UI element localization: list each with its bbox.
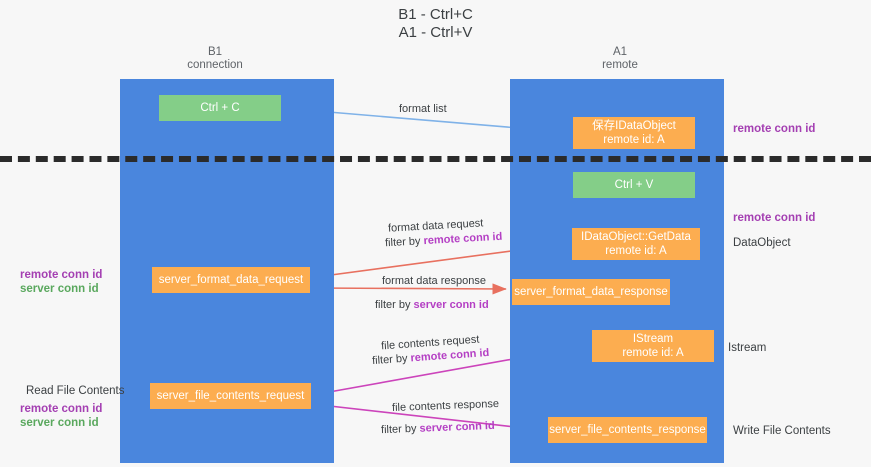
annotation-server-conn-id-left-top: server conn id [20,283,99,295]
annotation-remote-conn-id-left-top: remote conn id [20,269,103,281]
page-title: B1 - Ctrl+C A1 - Ctrl+V [398,6,473,41]
filter-key-server-conn-id: server conn id [419,419,495,435]
lane-header-a1: A1 remote [602,46,638,71]
annotation-server-conn-id-left-bottom: server conn id [20,417,99,429]
annotation-remote-conn-id-left-bottom: remote conn id [20,403,103,415]
node-istream[interactable]: IStream remote id: A [592,330,714,362]
lane-header-b1: B1 connection [187,46,243,71]
annotation-remote-conn-id-top: remote conn id [733,123,816,135]
annotation-read-file-contents: Read File Contents [26,385,125,397]
filter-prefix: filter by [371,352,411,368]
edge-label-format-list: format list [399,103,447,115]
edge-label-format-data-response: format data response [382,275,486,287]
node-ctrl-c[interactable]: Ctrl + C [159,95,281,121]
filter-prefix: filter by [384,235,424,250]
filter-prefix: filter by [375,299,414,311]
arrow-file-contents-response [311,403,543,435]
node-server-file-contents-response[interactable]: server_file_contents_response [548,417,707,443]
node-save-idataobject[interactable]: 保存IDataObject remote id: A [573,117,695,149]
node-server-format-data-request[interactable]: server_format_data_request [152,267,310,293]
annotation-left-conn-ids-top: remote conn id server conn id [20,268,102,296]
node-ctrl-v[interactable]: Ctrl + V [573,172,695,198]
edge-label-format-data-response-filter: filter by server conn id [375,298,489,312]
annotation-write-file-contents: Write File Contents [733,425,831,437]
node-server-file-contents-request[interactable]: server_file_contents_request [150,383,311,409]
node-server-format-data-response[interactable]: server_format_data_response [512,279,670,305]
annotation-remote-conn-id-mid: remote conn id [733,212,816,224]
arrow-format-data-response [310,283,507,295]
filter-key-server-conn-id: server conn id [413,299,489,311]
annotation-istream: Istream [728,342,767,354]
annotation-dataobject: DataObject [733,237,791,249]
phase-divider [0,156,871,162]
node-idataobject-getdata[interactable]: IDataObject::GetData remote id: A [572,228,700,260]
filter-prefix: filter by [380,422,420,437]
annotation-left-conn-ids-bottom: remote conn id server conn id [20,402,102,430]
